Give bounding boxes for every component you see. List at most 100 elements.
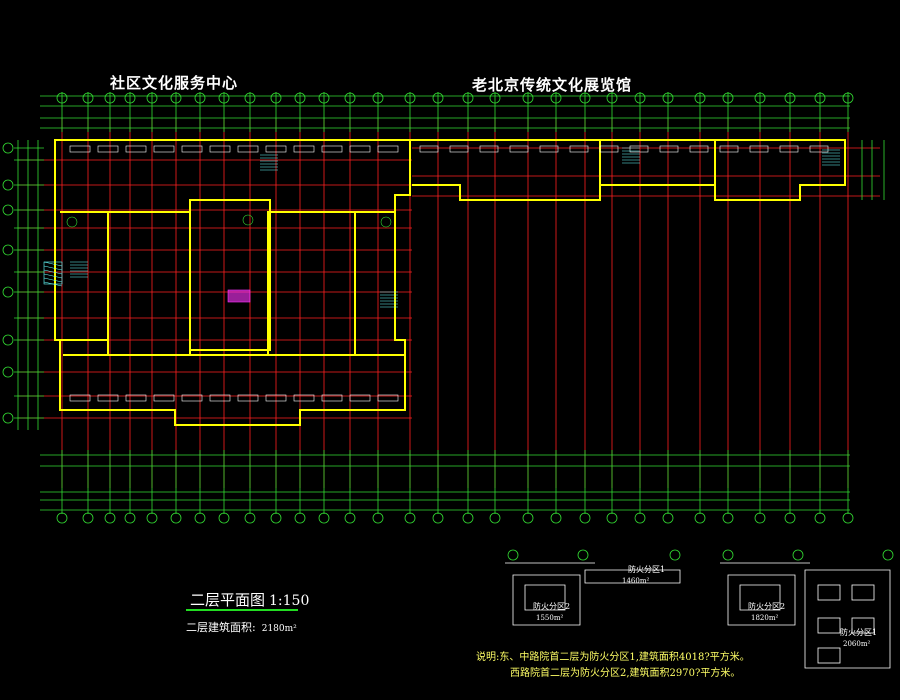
key-plan-block	[817, 647, 841, 664]
grid-bubble-top	[170, 92, 182, 104]
key-plan-bubble	[507, 549, 519, 561]
grid-bubble-left	[2, 286, 14, 298]
window-detail	[209, 145, 231, 153]
grid-bubble-bottom	[318, 512, 330, 524]
grid-bubble-top	[104, 92, 116, 104]
floor-area-line: 二层建筑面积: 2180m²	[186, 619, 297, 635]
window-detail	[377, 394, 399, 402]
key-plan-block	[817, 617, 841, 634]
window-detail	[125, 145, 147, 153]
note-line-2: 西路院首二层为防火分区2,建筑面积2970?平方米。	[510, 668, 741, 679]
window-detail	[659, 145, 679, 153]
grid-bubble-top	[432, 92, 444, 104]
grid-bubble-bottom	[124, 512, 136, 524]
key-zone2b-label: 防火分区2	[748, 602, 786, 611]
grid-bubble-bottom	[754, 512, 766, 524]
wall-outline	[107, 211, 191, 356]
grid-bubble-top	[579, 92, 591, 104]
grid-bubble-bottom	[146, 512, 158, 524]
floor-area-label: 二层建筑面积:	[186, 621, 256, 634]
key-zone3-area: 2060m²	[843, 640, 871, 648]
grid-bubble-top	[550, 92, 562, 104]
grid-bubble-bottom	[579, 512, 591, 524]
grid-bubble-top	[124, 92, 136, 104]
grid-bubble-top	[754, 92, 766, 104]
wall-outline	[54, 139, 411, 426]
grid-bubble-bottom	[606, 512, 618, 524]
key-plan-bubble	[669, 549, 681, 561]
window-detail	[125, 394, 147, 402]
grid-bubble-top	[294, 92, 306, 104]
grid-bubble-bottom	[722, 512, 734, 524]
key-plan-inner	[739, 584, 781, 611]
grid-bubble-top	[462, 92, 474, 104]
key-plan-outline	[512, 574, 581, 626]
key-plans	[505, 549, 894, 669]
hatch-line	[43, 277, 63, 283]
grid-bubble-top	[218, 92, 230, 104]
window-detail	[749, 145, 769, 153]
grid-bubble-top	[522, 92, 534, 104]
key-plan-bubble	[577, 549, 589, 561]
grid-bubble-bottom	[244, 512, 256, 524]
grid-bubble-top	[842, 92, 854, 104]
window-detail	[779, 145, 799, 153]
grid-bubble-bottom	[550, 512, 562, 524]
hatch-line	[43, 261, 63, 267]
grid-bubble-top	[404, 92, 416, 104]
floor-area-value: 2180m²	[261, 624, 297, 634]
grid-bubble-top	[634, 92, 646, 104]
grid-bubble-bottom	[344, 512, 356, 524]
grid-bubble-left	[2, 366, 14, 378]
plant-symbol	[66, 216, 78, 228]
window-detail	[539, 145, 559, 153]
grid-bubble-bottom	[842, 512, 854, 524]
wall-outline	[60, 211, 109, 341]
grid-bubble-top	[784, 92, 796, 104]
window-detail	[69, 145, 91, 153]
window-detail	[69, 394, 91, 402]
key-zone1-label: 防火分区1	[628, 565, 666, 574]
grid-bubble-top	[722, 92, 734, 104]
key-plan-bubble	[722, 549, 734, 561]
grid-bubble-top	[194, 92, 206, 104]
grid-bubble-bottom	[270, 512, 282, 524]
grid-bubble-bottom	[462, 512, 474, 524]
grid-bubble-top	[694, 92, 706, 104]
grid-bubble-left	[2, 244, 14, 256]
key-zone2-area: 1550m²	[536, 614, 564, 622]
window-detail	[97, 394, 119, 402]
grid-bubble-top	[489, 92, 501, 104]
window-detail	[237, 394, 259, 402]
window-detail	[181, 145, 203, 153]
grid-bubble-left	[2, 142, 14, 154]
grid-bubble-bottom	[372, 512, 384, 524]
grid-bubble-top	[270, 92, 282, 104]
window-detail	[689, 145, 709, 153]
key-plan-bubble	[792, 549, 804, 561]
window-detail	[479, 145, 499, 153]
window-detail	[377, 145, 399, 153]
grid-bubble-bottom	[662, 512, 674, 524]
note-line-1: 说明:东、中路院首二层为防火分区1,建筑面积4018?平方米。	[476, 652, 750, 663]
key-plan-zone1	[584, 569, 681, 584]
window-detail	[599, 145, 619, 153]
key-zone3-label: 防火分区1	[840, 628, 878, 637]
grid-bubble-bottom	[522, 512, 534, 524]
key-plan-zone3	[804, 569, 891, 669]
plant-symbol	[242, 214, 254, 226]
window-detail	[293, 394, 315, 402]
grid-bubble-bottom	[294, 512, 306, 524]
wall-outline	[355, 211, 396, 340]
window-detail	[153, 145, 175, 153]
window-detail	[569, 145, 589, 153]
key-zone2-label: 防火分区2	[533, 602, 571, 611]
window-detail	[321, 394, 343, 402]
dimension-lines	[2, 92, 885, 524]
hatch-line	[43, 265, 63, 271]
grid-bubble-bottom	[432, 512, 444, 524]
building-walls	[54, 139, 846, 426]
red-grid-lines	[18, 118, 880, 488]
window-detail	[509, 145, 529, 153]
